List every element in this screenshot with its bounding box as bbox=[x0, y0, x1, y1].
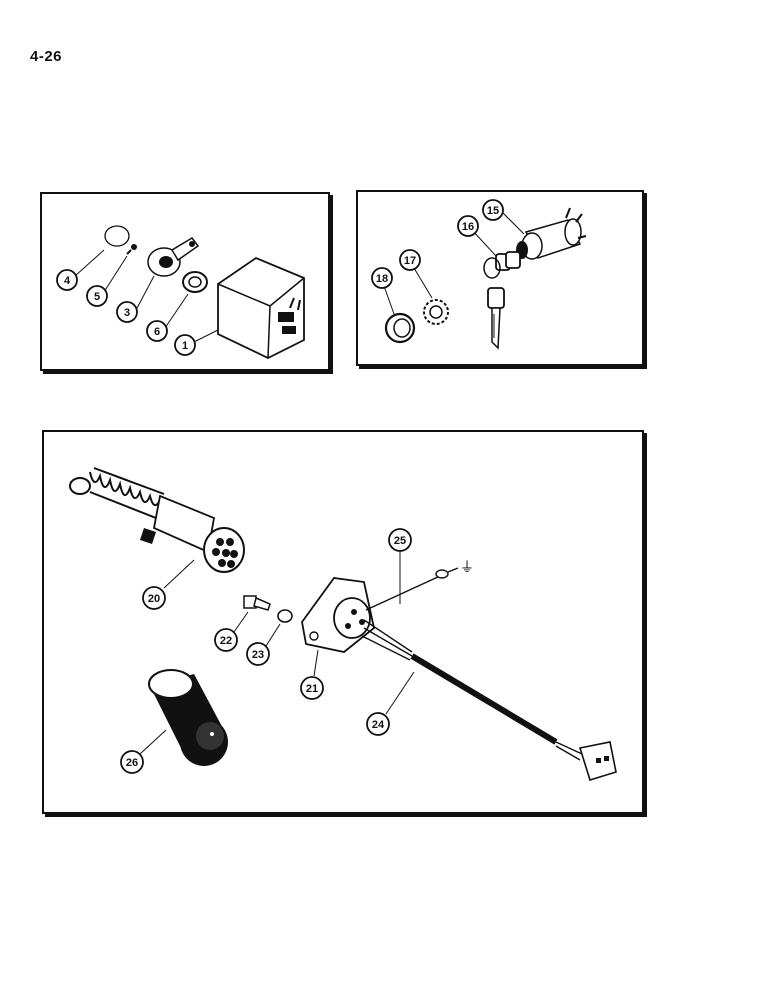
part-18-nut bbox=[384, 312, 416, 344]
panel-relay-switch: 4 5 3 6 1 bbox=[40, 192, 330, 371]
ground-symbol: ⏚ bbox=[460, 560, 474, 576]
callout-5: 5 bbox=[86, 285, 108, 307]
trailer-connector-illustration: ⏚ bbox=[69, 467, 617, 781]
callout-16: 16 bbox=[457, 215, 479, 237]
callout-24: 24 bbox=[366, 712, 390, 736]
part-5-screw bbox=[126, 244, 137, 255]
svg-text:17: 17 bbox=[404, 255, 416, 267]
part-21-socket bbox=[301, 577, 375, 653]
part-6-nut bbox=[182, 271, 208, 293]
callout-1: 1 bbox=[174, 334, 196, 356]
svg-text:4: 4 bbox=[64, 275, 71, 287]
callout-21: 21 bbox=[300, 676, 324, 700]
page-number: 4-26 bbox=[30, 48, 63, 65]
svg-text:3: 3 bbox=[124, 307, 130, 319]
part-20-coiled-plug bbox=[69, 467, 245, 573]
part-23-washer bbox=[277, 609, 293, 623]
relay-switch-illustration: 4 5 3 6 1 bbox=[56, 225, 305, 360]
svg-text:6: 6 bbox=[154, 326, 160, 338]
svg-text:21: 21 bbox=[306, 683, 318, 695]
svg-text:16: 16 bbox=[462, 221, 474, 233]
callout-22: 22 bbox=[214, 628, 238, 652]
svg-text:1: 1 bbox=[182, 340, 188, 352]
svg-text:18: 18 bbox=[376, 273, 388, 285]
callout-15: 15 bbox=[482, 199, 504, 221]
callout-26: 26 bbox=[120, 750, 144, 774]
svg-text:23: 23 bbox=[252, 649, 264, 661]
leader-lines-a bbox=[74, 249, 219, 343]
leader-lines-c bbox=[139, 550, 415, 755]
svg-text:22: 22 bbox=[220, 635, 232, 647]
part-15-switch-body bbox=[516, 207, 587, 260]
callout-20: 20 bbox=[142, 586, 166, 610]
part-17-lock-washer bbox=[423, 299, 449, 325]
callout-18: 18 bbox=[371, 267, 393, 289]
svg-text:26: 26 bbox=[126, 757, 138, 769]
svg-text:15: 15 bbox=[487, 205, 499, 217]
svg-text:25: 25 bbox=[394, 535, 406, 547]
callout-23: 23 bbox=[246, 642, 270, 666]
panel-key-switch: 15 16 17 18 bbox=[356, 190, 644, 366]
part-26-dust-cap bbox=[148, 669, 228, 766]
callout-3: 3 bbox=[116, 301, 138, 323]
leader-lines-b bbox=[383, 209, 525, 315]
part-24-cable bbox=[361, 619, 617, 781]
part-1-relay bbox=[217, 256, 305, 360]
svg-text:20: 20 bbox=[148, 593, 160, 605]
part-16-keys bbox=[483, 251, 521, 350]
svg-text:24: 24 bbox=[372, 719, 385, 731]
callout-6: 6 bbox=[146, 320, 168, 342]
callout-17: 17 bbox=[399, 249, 421, 271]
part-4-cap bbox=[104, 225, 130, 247]
callout-4: 4 bbox=[56, 269, 78, 291]
callout-25: 25 bbox=[388, 528, 412, 552]
part-25-ground-wire: ⏚ bbox=[365, 560, 474, 611]
svg-text:5: 5 bbox=[94, 291, 100, 303]
panel-trailer-connector: ⏚ bbox=[42, 430, 644, 814]
part-22-bolt bbox=[243, 595, 271, 611]
part-3-knob bbox=[147, 237, 200, 277]
key-switch-illustration: 15 16 17 18 bbox=[371, 199, 587, 350]
